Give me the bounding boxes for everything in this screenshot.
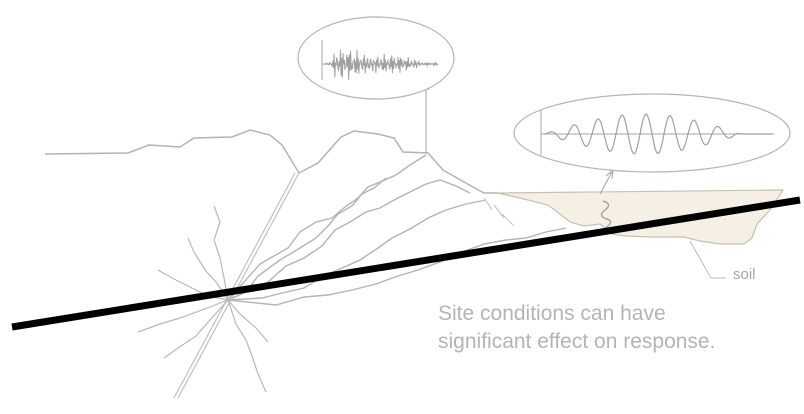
rock-record-bubble	[297, 16, 455, 100]
ground-surface	[44, 129, 498, 194]
source-cracks	[137, 205, 269, 393]
soil-label-leader	[689, 240, 726, 279]
caption-line-2: significant effect on response.	[438, 330, 716, 353]
wave-path-3	[227, 199, 487, 301]
soil-deposit	[497, 189, 785, 245]
site-conditions-caption: Site conditions can have significant eff…	[438, 300, 715, 356]
wave-path-2	[227, 179, 471, 301]
soil-edge-marks	[483, 197, 515, 227]
wave-path-5	[227, 177, 387, 301]
soil-record-arrow	[599, 171, 613, 195]
fault-line	[173, 172, 300, 399]
rock-record-trace	[323, 49, 439, 81]
wave-path-1	[227, 154, 427, 301]
soil-label: soil	[733, 266, 756, 283]
strike-line	[11, 196, 801, 331]
soil-wave	[600, 200, 612, 229]
soil-record-trace	[543, 113, 772, 155]
wave-path-4	[227, 227, 567, 306]
caption-line-1: Site conditions can have	[438, 302, 666, 325]
